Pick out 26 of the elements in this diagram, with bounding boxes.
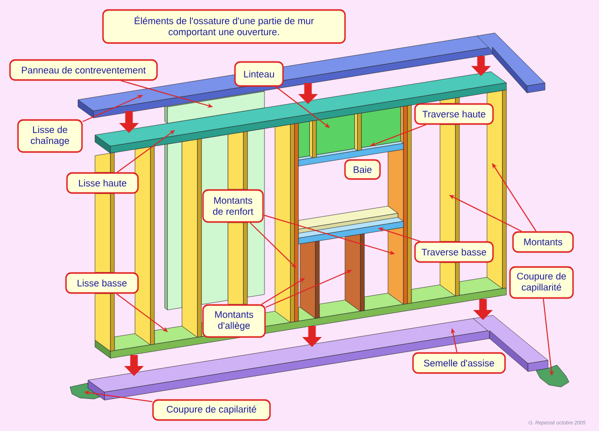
callout-box: Coupure de capillarité <box>509 266 574 299</box>
capillary-break <box>536 364 570 388</box>
stud <box>274 124 295 323</box>
callout-box: Panneau de contreventement <box>9 59 158 81</box>
stud <box>407 104 412 304</box>
callout-box: Semelle d'assise <box>412 352 506 374</box>
callout-box: Baie <box>344 159 381 180</box>
cripple-stud <box>344 233 365 312</box>
callout-box: Lisse haute <box>66 172 139 194</box>
cripple-stud <box>300 240 320 319</box>
callout-box: Lisse de chaînage <box>17 119 83 153</box>
callout-box: Montants d'allège <box>202 304 266 338</box>
stud <box>134 146 155 345</box>
stud <box>388 105 408 305</box>
lintel <box>298 106 401 158</box>
stud <box>486 90 507 289</box>
callout-box: Lisse basse <box>65 272 139 294</box>
stud <box>182 138 202 338</box>
title-box: Éléments de l'ossature d'une partie de mur comportant une ouverture. <box>102 9 346 44</box>
rail <box>298 141 404 166</box>
rail <box>298 206 404 244</box>
callout-box: Traverse haute <box>414 103 494 125</box>
capillary-break <box>70 382 100 400</box>
callout-box: Coupure de capilarité <box>152 399 271 421</box>
callout-box: Montants <box>512 231 574 253</box>
callout-box: Traverse basse <box>414 241 494 263</box>
